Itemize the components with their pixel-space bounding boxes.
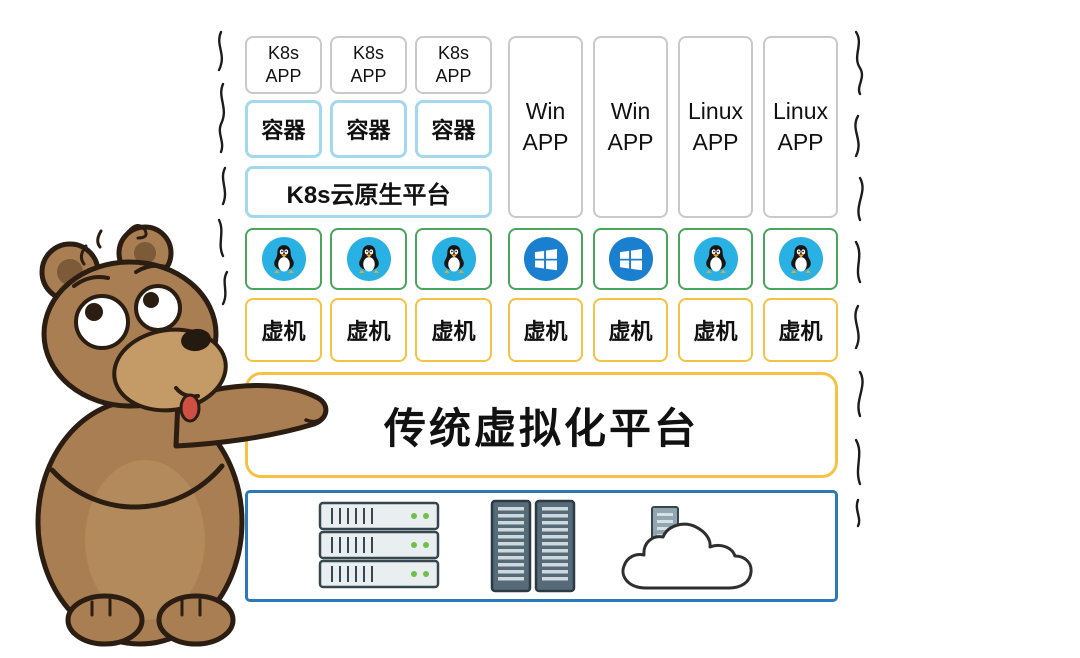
server-cabinets-icon [490,499,576,593]
container-label: 容器 [261,118,306,143]
infrastructure-illustration [318,499,753,593]
rack-server-stack-icon [318,501,440,589]
vm-label: 虚机 [608,319,653,344]
linux-icon [693,236,738,282]
win-app-box: Win APP [593,36,668,218]
linux-app-box: Linux APP [678,36,753,218]
k8s-app-label: K8s APP [265,42,302,86]
cloud-server-icon [621,506,753,590]
linux-icon [346,236,391,282]
container-box: 容器 [330,100,407,158]
vm-label: 虚机 [346,319,391,344]
vm-label: 虚机 [431,319,476,344]
vm-label: 虚机 [261,319,306,344]
container-label: 容器 [431,118,476,143]
k8s-platform-label: K8s云原生平台 [286,181,451,209]
os-box [415,228,492,290]
vm-box: 虚机 [678,298,753,362]
k8s-app-box: K8s APP [415,36,492,94]
linux-icon [778,236,823,282]
os-box [508,228,583,290]
vm-box: 虚机 [330,298,407,362]
container-label: 容器 [346,118,391,143]
squiggle-decoration-right [854,30,864,528]
os-box [330,228,407,290]
container-box: 容器 [245,100,322,158]
app-label: Linux APP [773,97,828,155]
linux-icon [431,236,476,282]
container-box: 容器 [415,100,492,158]
k8s-platform-box: K8s云原生平台 [245,166,492,218]
infrastructure-box [245,490,838,602]
windows-icon [608,236,653,282]
vm-label: 虚机 [523,319,568,344]
os-box [763,228,838,290]
app-label: Win APP [522,97,569,155]
linux-app-box: Linux APP [763,36,838,218]
vm-box: 虚机 [245,298,322,362]
app-label: Linux APP [688,97,743,155]
virtualization-platform-box: 传统虚拟化平台 [245,372,838,478]
vm-box: 虚机 [593,298,668,362]
os-box [593,228,668,290]
k8s-app-box: K8s APP [245,36,322,94]
win-app-box: Win APP [508,36,583,218]
vm-box: 虚机 [763,298,838,362]
windows-icon [523,236,568,282]
squiggle-decoration-left [217,30,229,306]
k8s-app-box: K8s APP [330,36,407,94]
vm-label: 虚机 [693,319,738,344]
os-box [245,228,322,290]
vm-label: 虚机 [778,319,823,344]
os-box [678,228,753,290]
vm-box: 虚机 [415,298,492,362]
virtualization-platform-label: 传统虚拟化平台 [383,404,699,452]
vm-box: 虚机 [508,298,583,362]
bear-illustration [35,224,329,647]
k8s-app-label: K8s APP [350,42,387,86]
k8s-app-label: K8s APP [435,42,472,86]
app-label: Win APP [607,97,654,155]
